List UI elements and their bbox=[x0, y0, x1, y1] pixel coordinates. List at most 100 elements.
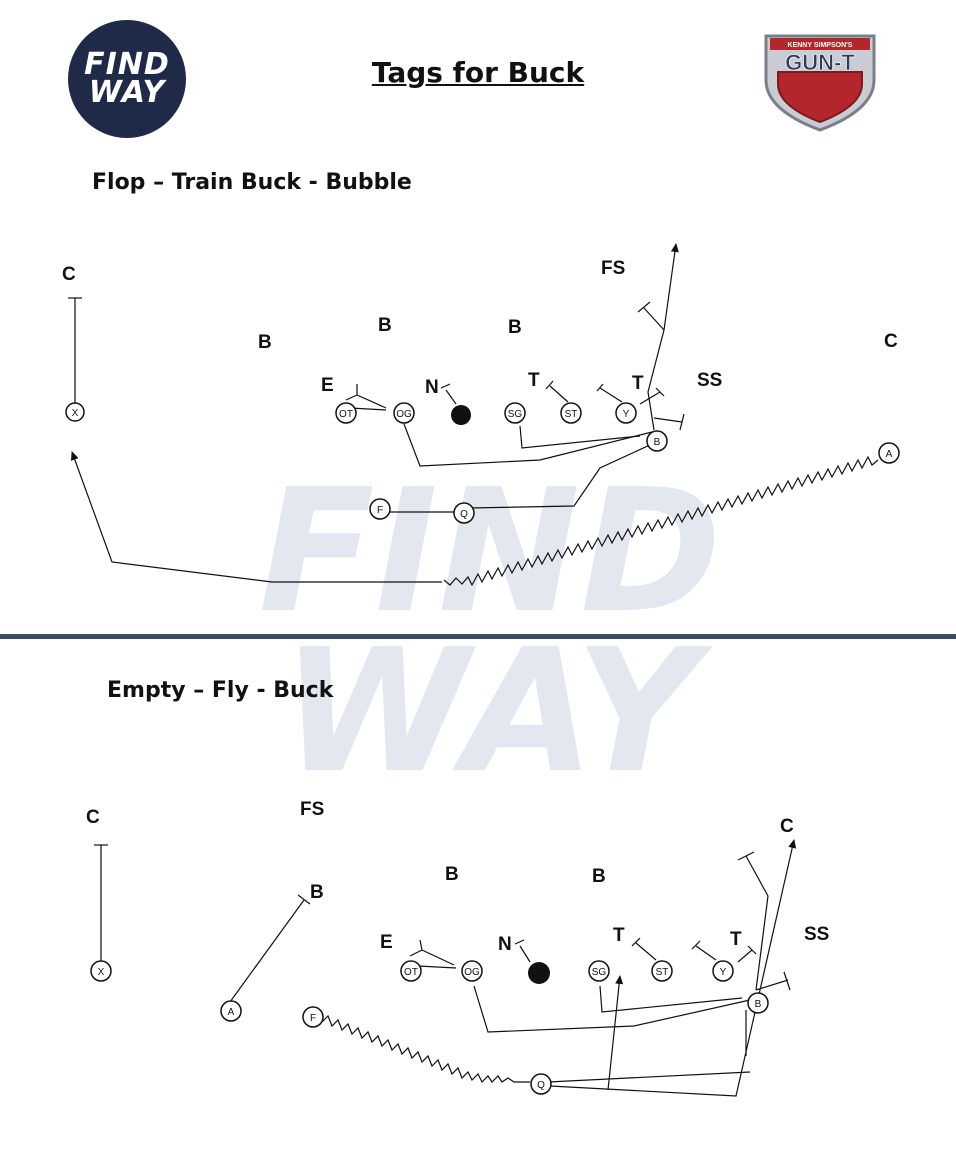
svg-text:Y: Y bbox=[623, 409, 630, 420]
logo-top-text: KENNY SIMPSON'S bbox=[788, 42, 853, 49]
svg-text:X: X bbox=[72, 408, 79, 419]
defender-b: B bbox=[378, 315, 392, 336]
svg-text:A: A bbox=[228, 1007, 235, 1018]
route-line bbox=[403, 423, 653, 467]
route-line bbox=[519, 425, 641, 449]
player-f: F bbox=[302, 1006, 324, 1028]
player-x: X bbox=[90, 960, 112, 982]
defender-c-left: C bbox=[86, 807, 100, 828]
block-line bbox=[445, 389, 457, 405]
svg-text:B: B bbox=[654, 437, 661, 448]
route-line bbox=[469, 443, 653, 509]
block-mark bbox=[514, 939, 525, 945]
svg-text:A: A bbox=[886, 449, 893, 460]
block-line bbox=[596, 383, 604, 392]
svg-text:F: F bbox=[377, 505, 383, 516]
defender-c-right: C bbox=[780, 816, 794, 837]
block-line bbox=[635, 942, 657, 961]
watermark: FIND WAY bbox=[259, 460, 722, 790]
block-mark bbox=[297, 894, 311, 905]
block-line bbox=[349, 407, 387, 411]
defender-t: T bbox=[730, 929, 742, 950]
defender-c-left: C bbox=[62, 264, 76, 285]
route-line bbox=[547, 1071, 751, 1083]
defender-t: T bbox=[632, 373, 644, 394]
section-divider bbox=[0, 634, 956, 639]
svg-text:ST: ST bbox=[565, 409, 578, 420]
motion-line bbox=[321, 1014, 530, 1084]
block-mark bbox=[737, 851, 755, 861]
block-mark bbox=[545, 380, 554, 390]
defender-c-right: C bbox=[884, 331, 898, 352]
player-a: A bbox=[878, 442, 900, 464]
player-b: B bbox=[747, 992, 769, 1014]
page-title: Tags for Buck bbox=[371, 56, 585, 89]
motion-line bbox=[443, 455, 879, 587]
player-y: Y bbox=[712, 960, 734, 982]
route-line bbox=[647, 243, 679, 431]
svg-text:SG: SG bbox=[508, 409, 523, 420]
block-line bbox=[519, 945, 531, 963]
route-line bbox=[229, 899, 305, 1003]
player-x: X bbox=[65, 402, 85, 422]
logo-main-text: GUN-T bbox=[785, 50, 855, 75]
svg-text:Y: Y bbox=[720, 967, 727, 978]
svg-text:B: B bbox=[755, 999, 762, 1010]
block-line bbox=[691, 940, 701, 950]
player-sg: SG bbox=[504, 402, 526, 424]
player-f: F bbox=[369, 498, 391, 520]
defender-t: T bbox=[528, 370, 540, 391]
defender-ss: SS bbox=[804, 924, 829, 945]
player-center bbox=[451, 405, 471, 425]
svg-text:SG: SG bbox=[592, 967, 607, 978]
defender-n: N bbox=[498, 934, 512, 955]
findway-logo: FIND WAY bbox=[68, 20, 186, 138]
route-line bbox=[643, 307, 665, 331]
svg-text:X: X bbox=[98, 967, 105, 978]
defender-fs: FS bbox=[300, 799, 324, 820]
route-line bbox=[549, 839, 797, 1097]
gun-t-logo: KENNY SIMPSON'S GUN-T bbox=[764, 34, 876, 132]
route-line bbox=[444, 460, 876, 580]
player-sg: SG bbox=[588, 960, 610, 982]
block-line bbox=[695, 945, 717, 961]
logo-line-2: WAY bbox=[88, 75, 166, 110]
block-mark bbox=[747, 945, 757, 955]
route-line bbox=[473, 985, 751, 1033]
player-og: OG bbox=[393, 402, 415, 424]
block-mark bbox=[783, 971, 791, 991]
block-line bbox=[639, 391, 661, 405]
defender-ss: SS bbox=[697, 370, 722, 391]
block-mark bbox=[637, 301, 651, 313]
defender-b: B bbox=[592, 866, 606, 887]
svg-text:F: F bbox=[310, 1013, 316, 1024]
svg-text:Q: Q bbox=[460, 509, 468, 520]
player-b: B bbox=[646, 430, 668, 452]
defender-b: B bbox=[445, 864, 459, 885]
defender-n: N bbox=[425, 377, 439, 398]
defender-t: T bbox=[613, 925, 625, 946]
defender-b: B bbox=[508, 317, 522, 338]
player-ot: OT bbox=[400, 960, 422, 982]
player-q: Q bbox=[530, 1073, 552, 1095]
diagram-2-title: Empty – Fly - Buck bbox=[107, 678, 334, 703]
player-og: OG bbox=[461, 960, 483, 982]
defender-e: E bbox=[380, 932, 393, 953]
diagram-2: C FS B B B C E N T T SS bbox=[86, 799, 829, 1097]
player-ot: OT bbox=[335, 402, 357, 424]
block-mark bbox=[419, 939, 423, 951]
player-st: ST bbox=[560, 402, 582, 424]
block-line bbox=[549, 385, 569, 403]
diagram-1-title: Flop – Train Buck - Bubble bbox=[92, 170, 412, 195]
logo-line-1: FIND bbox=[84, 46, 170, 82]
player-center bbox=[528, 962, 550, 984]
route-line bbox=[755, 895, 769, 991]
route-line bbox=[607, 975, 624, 1091]
diagram-1: C B B B FS C E N T T SS bbox=[62, 243, 900, 587]
defender-fs: FS bbox=[601, 258, 625, 279]
svg-text:ST: ST bbox=[656, 967, 669, 978]
block-line bbox=[755, 979, 789, 991]
svg-text:OG: OG bbox=[464, 967, 480, 978]
svg-text:Q: Q bbox=[537, 1080, 545, 1091]
